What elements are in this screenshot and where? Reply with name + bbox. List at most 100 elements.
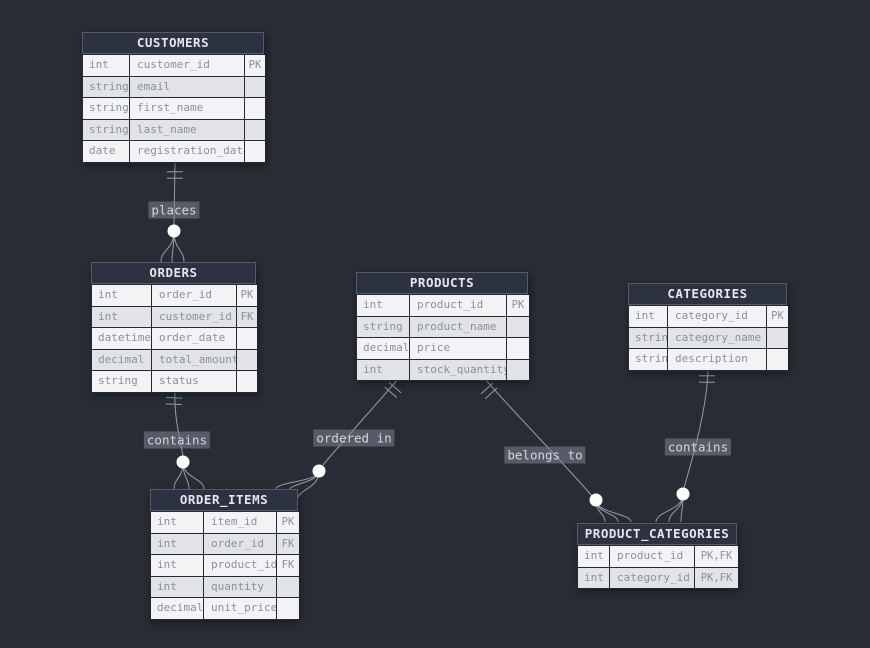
many-side-dot [312, 464, 326, 478]
cell-type: string [92, 371, 151, 392]
relationship-line [322, 378, 399, 466]
cell-field: email [130, 76, 244, 97]
cell-type: string [83, 98, 129, 119]
cell-key [237, 349, 257, 370]
cell-key [237, 328, 257, 349]
cell-field: last_name [130, 119, 244, 140]
table-categories[interactable]: CATEGORIESintcategory_idPKstringcategory… [628, 283, 788, 371]
cell-key: PK [507, 295, 529, 316]
cell-field: registration_date [130, 141, 244, 162]
cell-field: customer_id [152, 306, 236, 327]
cell-field: product_name [410, 316, 506, 337]
cell-type: int [151, 533, 203, 554]
cell-type: datetime [92, 328, 151, 349]
cell-key [277, 598, 299, 619]
cell-key: PK [245, 55, 265, 76]
cell-type: string [83, 76, 129, 97]
table-title: CATEGORIES [628, 283, 787, 305]
many-side-dot [176, 455, 190, 469]
cell-key: PK,FK [695, 546, 738, 567]
relationship-label-contains[interactable]: contains [143, 431, 211, 449]
cell-type: int [578, 567, 609, 588]
cell-type: string [629, 327, 667, 348]
relationship-products-belongs_to-product_categories[interactable] [480, 378, 632, 523]
cell-field: total_amount [152, 349, 236, 370]
relationship-orders-contains-order_items[interactable] [165, 391, 205, 490]
cell-field: category_name [668, 327, 766, 348]
cell-field: item_id [204, 512, 276, 533]
one-tick-mark [484, 387, 498, 400]
table-fields: intcategory_idPKstringcategory_namestrin… [628, 306, 788, 371]
cell-type: int [357, 359, 409, 380]
cell-key: PK [237, 285, 257, 306]
cell-type: int [92, 285, 151, 306]
cell-key: FK [237, 306, 257, 327]
relationship-label-ordered-in[interactable]: ordered in [313, 429, 395, 447]
cell-type: int [92, 306, 151, 327]
cell-field: first_name [130, 98, 244, 119]
cell-field: order_id [152, 285, 236, 306]
cell-field: category_id [610, 567, 694, 588]
one-tick-mark [388, 381, 402, 394]
cell-key [507, 338, 529, 359]
cell-type: int [151, 512, 203, 533]
many-side-dot [589, 493, 603, 507]
one-tick-mark [480, 382, 494, 395]
cell-field: product_id [410, 295, 506, 316]
cell-key [507, 359, 529, 380]
cell-field: product_id [610, 546, 694, 567]
table-title: ORDERS [91, 262, 256, 284]
cell-type: int [629, 306, 667, 327]
cell-type: decimal [151, 598, 203, 619]
cell-field: category_id [668, 306, 766, 327]
cell-key [277, 576, 299, 597]
relationship-categories-contains-product_categories[interactable] [655, 368, 715, 523]
relationship-label-belongs-to[interactable]: belongs to [504, 446, 586, 464]
cell-type: int [578, 546, 609, 567]
cell-field: unit_price [204, 598, 276, 619]
one-tick-mark [384, 386, 398, 399]
one-tick-mark [165, 403, 182, 405]
relationship-label-places[interactable]: places [148, 201, 200, 219]
cell-field: order_id [204, 533, 276, 554]
cell-key: FK [277, 533, 299, 554]
table-title: PRODUCT_CATEGORIES [577, 523, 737, 545]
cell-key: PK,FK [695, 567, 738, 588]
cell-field: stock_quantity [410, 359, 506, 380]
cell-key [507, 316, 529, 337]
cell-field: customer_id [130, 55, 244, 76]
relationship-line [484, 378, 593, 497]
cell-field: quantity [204, 576, 276, 597]
crow-foot-prong [275, 470, 320, 490]
table-title: PRODUCTS [356, 272, 528, 294]
relationship-line [174, 391, 184, 457]
cell-type: decimal [92, 349, 151, 370]
cell-key: PK [277, 512, 299, 533]
cell-type: string [357, 316, 409, 337]
cell-type: decimal [357, 338, 409, 359]
cell-key [767, 349, 788, 370]
many-side-dot [676, 487, 690, 501]
cell-type: int [151, 576, 203, 597]
many-side-dot [167, 224, 181, 238]
cell-type: int [151, 555, 203, 576]
cell-key: FK [277, 555, 299, 576]
cell-key [237, 371, 257, 392]
table-title: CUSTOMERS [82, 32, 264, 54]
one-tick-mark [166, 397, 183, 399]
relationship-label-contains[interactable]: contains [664, 438, 732, 456]
cell-field: price [410, 338, 506, 359]
cell-field: description [668, 349, 766, 370]
cell-key [245, 141, 265, 162]
cell-type: int [83, 55, 129, 76]
